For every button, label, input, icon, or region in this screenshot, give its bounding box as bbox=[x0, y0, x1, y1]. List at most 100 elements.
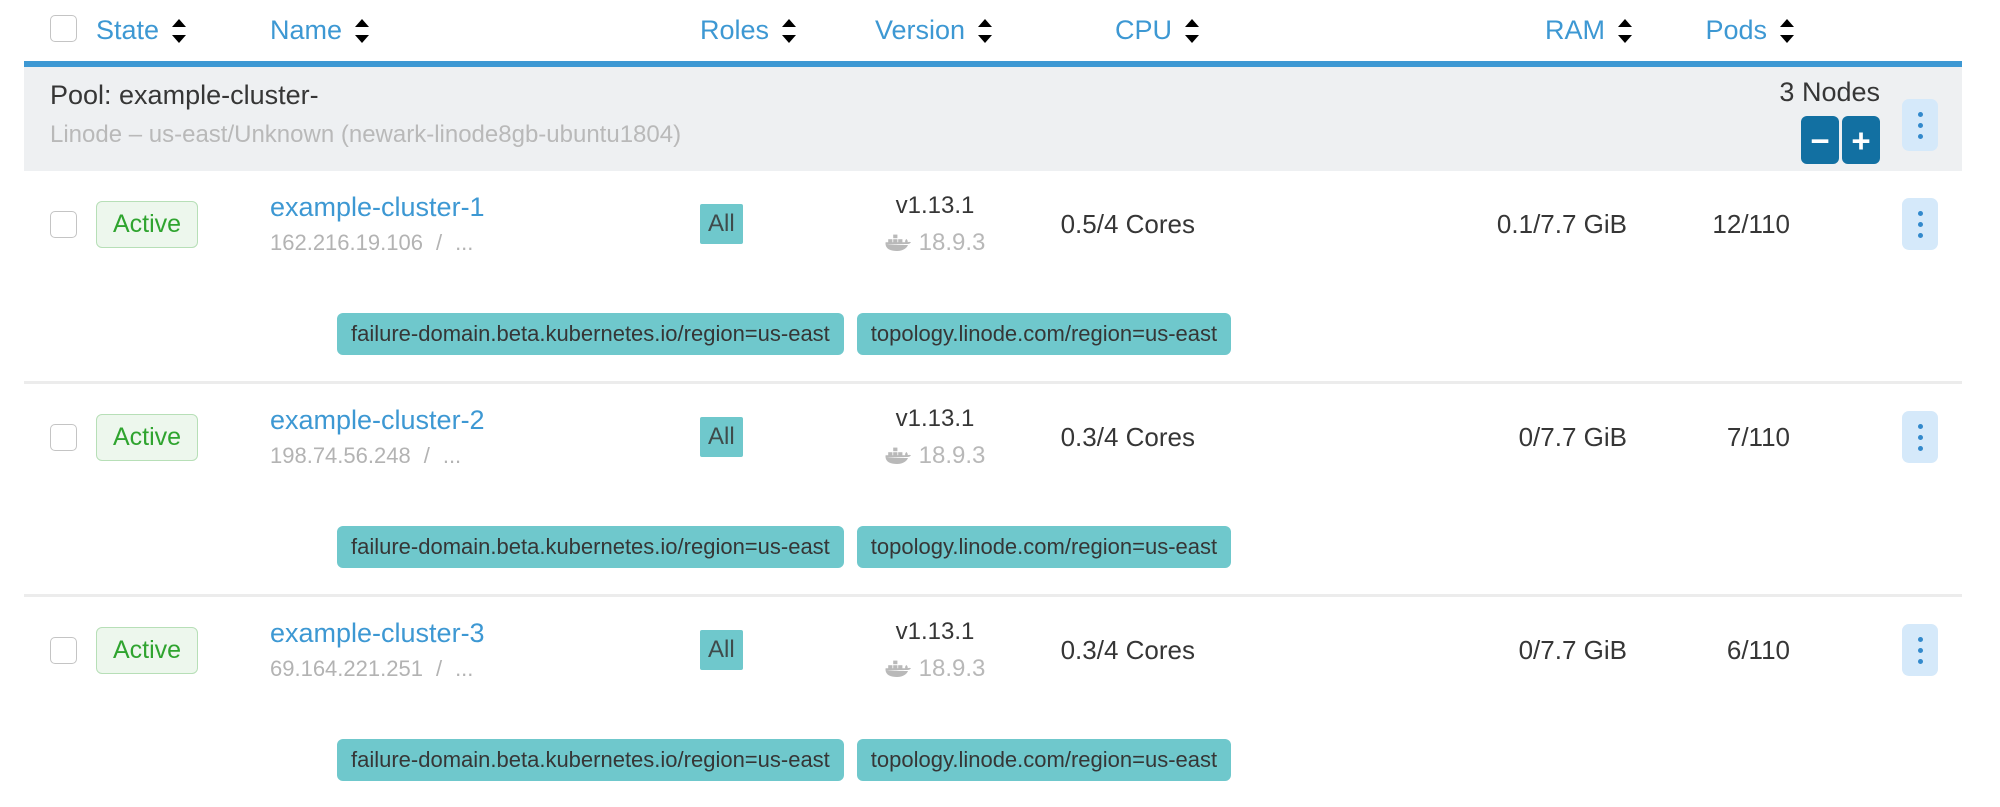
docker-icon bbox=[885, 447, 911, 464]
label-badge: failure-domain.beta.kubernetes.io/region… bbox=[337, 526, 844, 568]
state-cell: Active bbox=[96, 400, 270, 474]
scale-up-button[interactable]: + bbox=[1842, 116, 1880, 164]
kubernetes-version: v1.13.1 bbox=[895, 617, 975, 645]
sort-icon bbox=[1618, 18, 1632, 43]
sort-icon bbox=[355, 18, 370, 43]
row-actions-kebab-button[interactable] bbox=[1902, 411, 1938, 463]
kubernetes-version: v1.13.1 bbox=[895, 191, 975, 219]
ip-separator: / bbox=[435, 656, 443, 681]
node-rows: Active example-cluster-1 162.216.19.106 … bbox=[24, 171, 1962, 807]
roles-cell: All bbox=[700, 187, 860, 261]
pool-info: Pool: example-cluster- Linode – us-east/… bbox=[50, 77, 1779, 149]
kubernetes-labels: failure-domain.beta.kubernetes.io/region… bbox=[337, 526, 1962, 568]
actions-cell bbox=[1805, 400, 1962, 474]
role-badge: All bbox=[700, 204, 743, 244]
scale-down-button[interactable]: − bbox=[1801, 116, 1839, 164]
docker-version: 18.9.3 bbox=[918, 441, 986, 469]
select-all-checkbox[interactable] bbox=[50, 14, 77, 42]
column-label: RAM bbox=[1545, 15, 1605, 45]
column-label: Roles bbox=[700, 15, 770, 45]
column-label: CPU bbox=[1114, 15, 1172, 45]
pool-title: Pool: example-cluster- bbox=[50, 80, 319, 110]
cpu-cell: 0.5/4 Cores bbox=[1060, 208, 1195, 239]
ram-cell: 0/7.7 GiB bbox=[1518, 634, 1627, 665]
label-badge: failure-domain.beta.kubernetes.io/region… bbox=[337, 313, 844, 355]
column-header-ram[interactable]: RAM bbox=[1210, 15, 1645, 47]
nodes-table: State Name Roles Version CPU RAM Pods bbox=[24, 0, 1962, 807]
version-cell: v1.13.1 18.9.3 bbox=[860, 400, 1010, 474]
ip-truncated-ellipsis: ... bbox=[442, 443, 462, 468]
status-badge: Active bbox=[96, 200, 199, 248]
pods-cell: 12/110 bbox=[1712, 208, 1790, 239]
pool-subtitle: Linode – us-east/Unknown (newark-linode8… bbox=[50, 121, 682, 148]
node-name-link[interactable]: example-cluster-3 bbox=[270, 618, 485, 648]
label-badge: topology.linode.com/region=us-east bbox=[856, 739, 1232, 781]
label-badge: failure-domain.beta.kubernetes.io/region… bbox=[337, 739, 844, 781]
name-cell: example-cluster-2 198.74.56.248 / ... bbox=[270, 400, 700, 474]
pool-actions-kebab-button[interactable] bbox=[1902, 99, 1938, 151]
column-header-version[interactable]: Version bbox=[860, 15, 1010, 47]
state-cell: Active bbox=[96, 613, 270, 687]
sort-icon bbox=[1780, 18, 1794, 43]
actions-cell bbox=[1805, 187, 1962, 261]
row-checkbox[interactable] bbox=[50, 423, 77, 451]
ram-cell: 0/7.7 GiB bbox=[1518, 421, 1627, 452]
column-header-cpu[interactable]: CPU bbox=[1010, 15, 1210, 47]
column-header-state[interactable]: State bbox=[96, 15, 270, 47]
node-ip-address: 198.74.56.248 bbox=[270, 443, 411, 468]
kubernetes-labels: failure-domain.beta.kubernetes.io/region… bbox=[337, 739, 1962, 781]
version-cell: v1.13.1 18.9.3 bbox=[860, 187, 1010, 261]
sort-icon bbox=[782, 18, 797, 43]
kebab-icon bbox=[1917, 423, 1923, 429]
table-header: State Name Roles Version CPU RAM Pods bbox=[24, 0, 1962, 67]
ip-truncated-ellipsis: ... bbox=[455, 230, 474, 255]
row-checkbox[interactable] bbox=[50, 636, 77, 664]
sort-icon bbox=[978, 18, 993, 43]
column-header-pods[interactable]: Pods bbox=[1645, 15, 1805, 47]
actions-cell bbox=[1805, 613, 1962, 687]
node-name-link[interactable]: example-cluster-1 bbox=[270, 192, 485, 222]
column-header-name[interactable]: Name bbox=[270, 15, 700, 47]
role-badge: All bbox=[700, 417, 743, 457]
sort-icon bbox=[172, 18, 187, 43]
row-actions-kebab-button[interactable] bbox=[1902, 198, 1938, 250]
row-actions-kebab-button[interactable] bbox=[1902, 624, 1938, 676]
column-label: Pods bbox=[1705, 15, 1767, 45]
column-header-roles[interactable]: Roles bbox=[700, 15, 860, 47]
pool-node-count: 3 Nodes bbox=[1779, 77, 1880, 107]
table-row: Active example-cluster-1 162.216.19.106 … bbox=[24, 171, 1962, 381]
docker-version-line: 18.9.3 bbox=[885, 441, 986, 470]
node-ip: 69.164.221.251 / ... bbox=[270, 656, 473, 682]
status-badge: Active bbox=[96, 626, 199, 674]
ram-cell: 0.1/7.7 GiB bbox=[1496, 208, 1627, 239]
node-ip-address: 162.216.19.106 bbox=[270, 230, 423, 255]
status-badge: Active bbox=[96, 413, 199, 461]
table-row: Active example-cluster-3 69.164.221.251 … bbox=[24, 594, 1962, 807]
row-checkbox-cell bbox=[50, 187, 96, 261]
node-name-link[interactable]: example-cluster-2 bbox=[270, 405, 485, 435]
table-row: Active example-cluster-2 198.74.56.248 /… bbox=[24, 381, 1962, 594]
node-ip: 162.216.19.106 / ... bbox=[270, 230, 473, 256]
header-checkbox-cell bbox=[50, 14, 96, 47]
roles-cell: All bbox=[700, 613, 860, 687]
state-cell: Active bbox=[96, 187, 270, 261]
minus-icon: − bbox=[1810, 121, 1830, 159]
column-label: Name bbox=[270, 15, 343, 45]
kubernetes-labels: failure-domain.beta.kubernetes.io/region… bbox=[337, 313, 1962, 355]
kubernetes-version: v1.13.1 bbox=[895, 404, 975, 432]
pods-cell: 7/110 bbox=[1726, 421, 1790, 452]
docker-version-line: 18.9.3 bbox=[885, 229, 985, 257]
plus-icon: + bbox=[1851, 121, 1871, 159]
row-checkbox[interactable] bbox=[50, 210, 77, 238]
docker-version: 18.9.3 bbox=[918, 654, 986, 682]
row-checkbox-cell bbox=[50, 400, 96, 474]
pool-scale-controls: 3 Nodes − + bbox=[1779, 77, 1880, 164]
ip-separator: / bbox=[423, 443, 430, 468]
roles-cell: All bbox=[700, 400, 860, 474]
role-badge: All bbox=[700, 630, 743, 670]
row-checkbox-cell bbox=[50, 613, 96, 687]
pool-group-row: Pool: example-cluster- Linode – us-east/… bbox=[24, 67, 1962, 171]
name-cell: example-cluster-1 162.216.19.106 / ... bbox=[270, 187, 700, 261]
kebab-icon bbox=[1917, 636, 1923, 642]
column-label: State bbox=[96, 15, 160, 45]
